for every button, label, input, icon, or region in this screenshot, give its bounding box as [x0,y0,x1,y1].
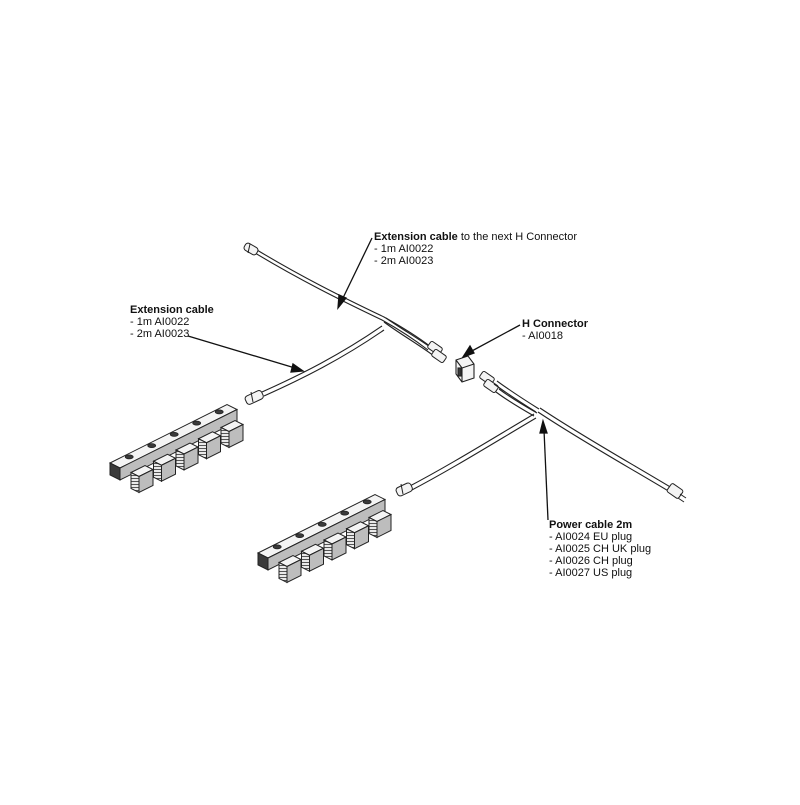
arrow-extension-left [187,335,296,369]
arrowhead-h-connector [461,344,475,359]
arrowhead-extension-left [290,362,305,373]
label-power-cable-item: AI0026 CH plug [549,555,651,567]
bar-rail-end [257,552,269,571]
led-chip [272,544,282,550]
heatsink-side [331,536,347,561]
arrowhead-extension-to-next [337,294,348,311]
led-bar-right [256,493,393,584]
label-extension-item: 1m AI0022 [130,316,214,328]
led-chip [192,420,202,426]
heatsink-fins [368,516,378,539]
arrow-h-connector [469,324,521,353]
heatsink-side [138,468,154,494]
heatsink-fins [198,437,207,460]
heatsink-side [183,446,199,471]
extension-end-plug-left [244,390,264,405]
led-chip [362,499,372,505]
h-connector [455,355,475,383]
led-chip [147,443,157,449]
heatsink-fins [153,460,162,483]
label-extension-item: 2m AI0023 [130,328,214,340]
heatsink-side [161,457,176,483]
arrowhead-power-cable [539,418,548,434]
heatsink-fins [220,426,230,449]
heatsink-fins [323,539,333,561]
label-power-cable-title: Power cable 2m [549,519,633,531]
heatsink-side [309,547,324,573]
led-chip [169,431,179,437]
extension-cable-left [261,325,385,397]
power-cable-connectors [479,370,499,394]
label-extension-to-next-suffix: to the next H Connector [457,231,577,243]
arrow-power-cable [543,429,549,521]
heatsink-side [286,558,302,584]
bar-rail-end [109,462,121,481]
label-power-cable: Power cable 2m AI0024 EU plug AI0025 CH … [549,519,651,579]
label-extension-title: Extension cable [130,304,214,316]
power-plug [666,483,687,503]
led-bar-left [108,403,245,494]
heatsink-side [354,524,369,550]
heatsink-fins [278,561,288,584]
heatsink-fins [346,527,355,550]
led-chip [340,510,350,516]
power-cable [407,380,673,493]
label-extension: Extension cable 1m AI0022 2m AI0023 [130,304,214,340]
heatsink-fins [301,550,310,573]
arrow-extension-to-next [341,237,373,301]
heatsink-side [228,423,244,449]
led-chip [124,454,134,460]
label-power-cable-item: AI0027 US plug [549,567,651,579]
leader-arrows [187,237,549,521]
label-power-cable-item: AI0025 CH UK plug [549,543,651,555]
led-chip [317,522,327,527]
label-extension-to-next: Extension cable to the next H Connector … [374,231,577,267]
extension-connectors [427,340,447,364]
extension-end-plug-top [243,242,259,256]
label-h-connector: H Connector AI0018 [522,318,588,342]
led-chip [295,533,305,539]
power-end-plug-left [395,482,413,497]
label-h-connector-title: H Connector [522,318,588,330]
label-power-cable-item: AI0024 EU plug [549,531,651,543]
label-extension-to-next-item: 2m AI0023 [374,255,577,267]
label-h-connector-item: AI0018 [522,330,588,342]
label-extension-to-next-item: 1m AI0022 [374,243,577,255]
label-extension-to-next-title: Extension cable [374,231,458,243]
led-chip [214,409,224,415]
heatsink-fins [175,449,185,471]
heatsink-fins [130,471,140,494]
heatsink-side [206,434,221,460]
heatsink-side [376,513,392,539]
